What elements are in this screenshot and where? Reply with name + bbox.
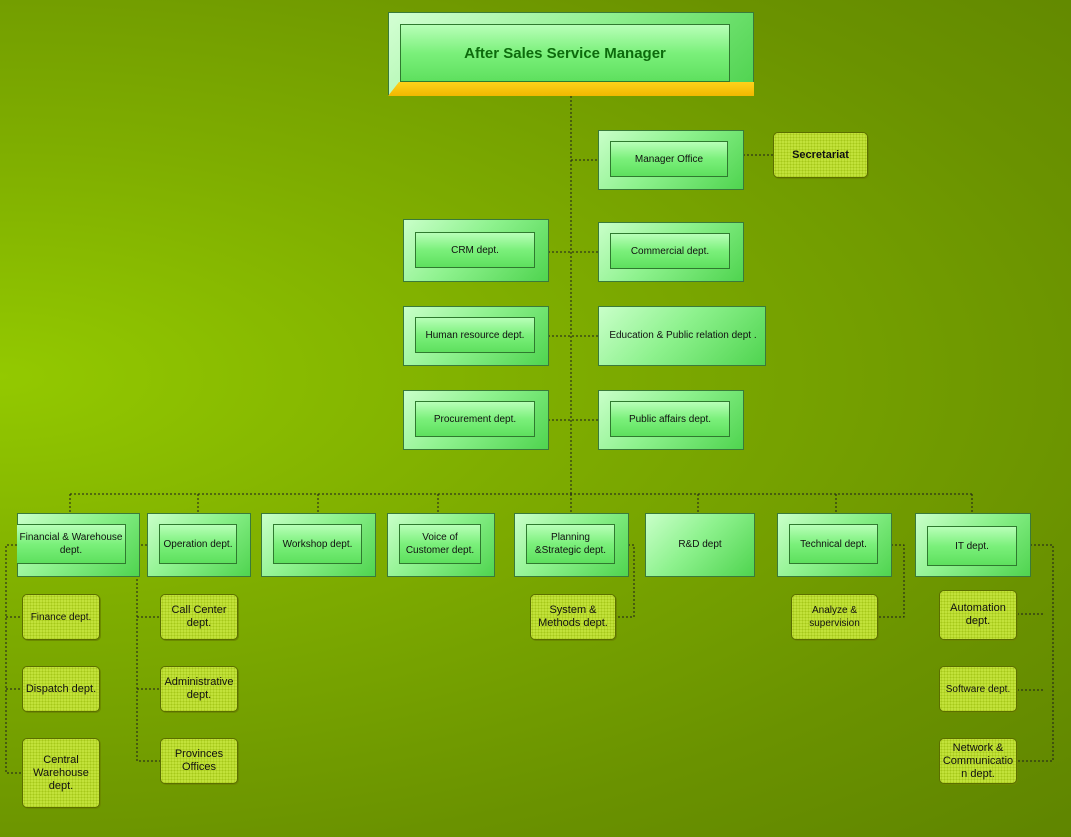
administrative-dept-box[interactable]: Administrative dept. — [160, 666, 238, 712]
rd-dept-box[interactable]: R&D dept — [645, 513, 755, 577]
public-affairs-dept-label: Public affairs dept. — [610, 401, 730, 437]
procurement-dept-box[interactable]: Procurement dept. — [403, 390, 549, 450]
voice-of-customer-dept-box[interactable]: Voice of Customer dept. — [387, 513, 495, 577]
human-resource-dept-label: Human resource dept. — [415, 317, 535, 353]
commercial-dept-label: Commercial dept. — [610, 233, 730, 269]
box-frame — [598, 306, 766, 366]
automation-dept-box[interactable]: Automation dept. — [939, 590, 1017, 640]
rd-dept-label: R&D dept — [678, 538, 722, 550]
administrative-dept-label: Administrative dept. — [164, 676, 234, 701]
crm-dept-box[interactable]: CRM dept. — [403, 219, 549, 282]
manager-office-box[interactable]: Manager Office — [598, 130, 744, 190]
commercial-dept-box[interactable]: Commercial dept. — [598, 222, 744, 282]
central-warehouse-dept-label: Central Warehouse dept. — [33, 753, 89, 792]
finance-dept-box[interactable]: Finance dept. — [22, 594, 100, 640]
financial-warehouse-dept-box[interactable]: Financial & Warehouse dept. — [17, 513, 140, 577]
manager-office-label: Manager Office — [610, 141, 728, 177]
system-methods-dept-label: System & Methods dept. — [538, 604, 608, 629]
provinces-offices-label: Provinces Offices — [174, 748, 224, 773]
call-center-dept-label: Call Center dept. — [171, 604, 227, 629]
public-affairs-dept-box[interactable]: Public affairs dept. — [598, 390, 744, 450]
technical-dept-box[interactable]: Technical dept. — [777, 513, 892, 577]
network-communication-dept-box[interactable]: Network & Communicatio n dept. — [939, 738, 1017, 784]
planning-strategic-dept-box[interactable]: Planning &Strategic dept. — [514, 513, 629, 577]
procurement-dept-label: Procurement dept. — [415, 401, 535, 437]
call-center-dept-box[interactable]: Call Center dept. — [160, 594, 238, 640]
gold-bevel — [388, 82, 754, 96]
dispatch-dept-box[interactable]: Dispatch dept. — [22, 666, 100, 712]
education-public-relation-dept-box[interactable]: Education & Public relation dept . — [598, 306, 766, 366]
system-methods-dept-box[interactable]: System & Methods dept. — [530, 594, 616, 640]
network-communication-dept-label: Network & Communicatio n dept. — [942, 741, 1014, 780]
automation-dept-label: Automation dept. — [950, 602, 1006, 627]
education-public-relation-dept-label: Education & Public relation dept . — [609, 329, 757, 341]
box-frame — [645, 513, 755, 577]
voice-of-customer-dept-label: Voice of Customer dept. — [399, 524, 481, 564]
analyze-supervision-label: Analyze & supervision — [809, 605, 860, 629]
crm-dept-label: CRM dept. — [415, 232, 535, 268]
technical-dept-label: Technical dept. — [789, 524, 878, 564]
central-warehouse-dept-box[interactable]: Central Warehouse dept. — [22, 738, 100, 808]
secretariat-box[interactable]: Secretariat — [773, 132, 868, 178]
operation-dept-label: Operation dept. — [159, 524, 237, 564]
workshop-dept-box[interactable]: Workshop dept. — [261, 513, 376, 577]
financial-warehouse-dept-label: Financial & Warehouse dept. — [17, 524, 126, 564]
operation-dept-box[interactable]: Operation dept. — [147, 513, 251, 577]
workshop-dept-label: Workshop dept. — [273, 524, 362, 564]
it-dept-label: IT dept. — [927, 526, 1017, 566]
after-sales-service-manager-box[interactable]: After Sales Service Manager — [388, 12, 754, 96]
software-dept-label: Software dept. — [945, 683, 1011, 695]
planning-strategic-dept-label: Planning &Strategic dept. — [526, 524, 615, 564]
dispatch-dept-label: Dispatch dept. — [25, 682, 97, 695]
title-text: After Sales Service Manager — [400, 24, 730, 82]
software-dept-box[interactable]: Software dept. — [939, 666, 1017, 712]
analyze-supervision-box[interactable]: Analyze & supervision — [791, 594, 878, 640]
finance-dept-label: Finance dept. — [30, 611, 92, 623]
secretariat-label: Secretariat — [792, 148, 849, 161]
human-resource-dept-box[interactable]: Human resource dept. — [403, 306, 549, 366]
provinces-offices-box[interactable]: Provinces Offices — [160, 738, 238, 784]
it-dept-box[interactable]: IT dept. — [915, 513, 1031, 577]
